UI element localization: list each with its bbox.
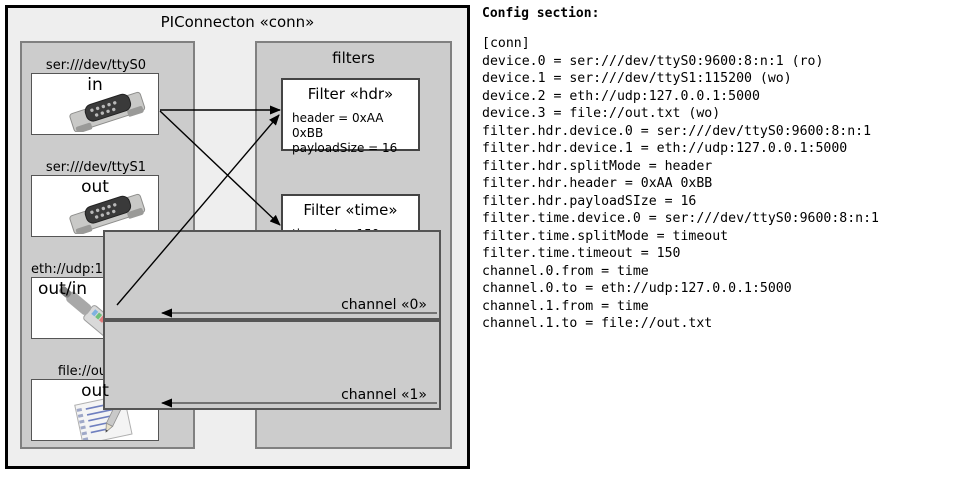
device-icon-box[interactable]: out — [31, 379, 159, 441]
device-direction: in — [87, 75, 103, 95]
config-heading: Config section: — [482, 6, 600, 21]
config-text: [conn] device.0 = ser:///dev/ttyS0:9600:… — [482, 36, 879, 331]
device-direction: out/in — [38, 279, 88, 299]
diagram-title: PIConnecton «conn» — [160, 13, 315, 31]
device-label: ser:///dev/ttyS1 — [45, 160, 147, 175]
channel-1-box[interactable]: channel «1» — [103, 320, 441, 410]
device-direction: out — [81, 381, 109, 401]
filter-properties: header = 0xAA 0xBB payloadSize = 16 — [283, 103, 418, 156]
filter-title: Filter «hdr» — [307, 85, 394, 103]
filter-prop: header = 0xAA 0xBB — [292, 111, 384, 140]
filter-hdr[interactable]: Filter «hdr» header = 0xAA 0xBB payloadS… — [281, 78, 420, 155]
channel-0-box[interactable]: channel «0» — [103, 230, 441, 320]
filters-panel-title: filters — [332, 49, 375, 67]
connector-diagram: PIConnecton «conn» ser:///dev/ttyS0 in — [5, 5, 470, 469]
config-section: Config section: [conn] device.0 = ser://… — [482, 6, 960, 333]
device-ser-ttys0[interactable]: ser:///dev/ttyS0 in — [31, 58, 161, 135]
device-direction: out — [81, 177, 109, 197]
serial-db9-icon — [69, 193, 146, 234]
serial-db9-icon — [69, 91, 146, 132]
filter-title: Filter «time» — [303, 201, 398, 219]
device-icon-box[interactable]: in — [31, 73, 159, 135]
channel-label: channel «0» — [341, 297, 427, 313]
device-ser-ttys1[interactable]: ser:///dev/ttyS1 out — [31, 160, 161, 237]
device-icon-box[interactable]: out — [31, 175, 159, 237]
device-label: ser:///dev/ttyS0 — [45, 58, 147, 73]
channel-label: channel «1» — [341, 387, 427, 403]
filter-prop: payloadSize = 16 — [292, 141, 398, 155]
